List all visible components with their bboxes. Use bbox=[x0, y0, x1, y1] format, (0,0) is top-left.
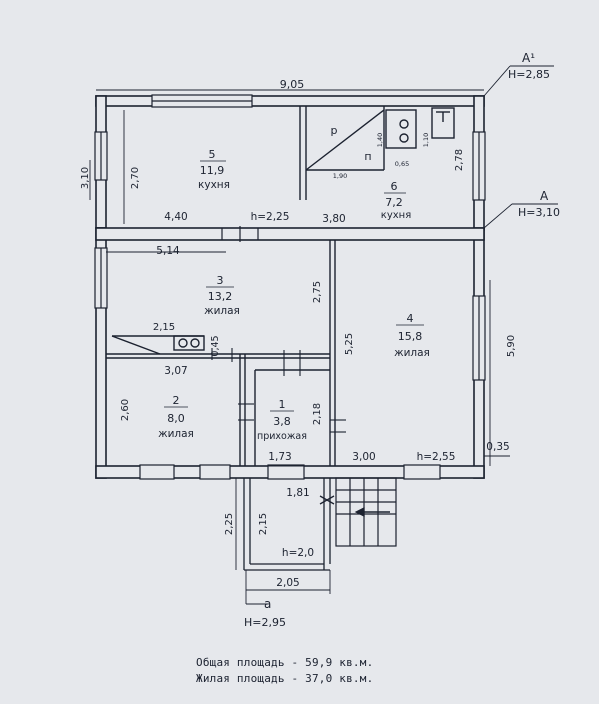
svg-text:2,25: 2,25 bbox=[224, 513, 235, 535]
svg-text:9,05: 9,05 bbox=[280, 78, 305, 91]
svg-text:кухня: кухня bbox=[198, 179, 230, 191]
svg-text:H=3,10: H=3,10 bbox=[518, 206, 560, 219]
svg-text:5,25: 5,25 bbox=[344, 333, 355, 355]
svg-text:5,90: 5,90 bbox=[506, 335, 517, 357]
svg-text:кухня: кухня bbox=[381, 210, 411, 221]
svg-text:3,00: 3,00 bbox=[352, 451, 375, 463]
interior-partitions bbox=[106, 106, 455, 466]
svg-text:H=2,85: H=2,85 bbox=[508, 68, 550, 81]
svg-text:6: 6 bbox=[391, 180, 398, 193]
svg-text:0,65: 0,65 bbox=[395, 160, 409, 168]
svg-text:0,35: 0,35 bbox=[486, 441, 509, 453]
room-6-label: 6 7,2 кухня bbox=[381, 180, 411, 221]
svg-text:а: а bbox=[264, 597, 271, 611]
svg-text:2,60: 2,60 bbox=[120, 399, 131, 421]
room-1-label: 1 3,8 прихожая bbox=[257, 398, 307, 442]
stairs bbox=[335, 477, 397, 547]
windows bbox=[94, 94, 486, 480]
room-4-label: 4 15,8 жилая bbox=[394, 312, 430, 359]
svg-text:A: A bbox=[540, 189, 549, 203]
svg-text:H=2,95: H=2,95 bbox=[244, 616, 286, 629]
svg-text:2,78: 2,78 bbox=[454, 149, 465, 171]
svg-text:1,90: 1,90 bbox=[333, 172, 347, 180]
svg-text:3,07: 3,07 bbox=[164, 365, 187, 377]
svg-text:р: р bbox=[331, 124, 338, 137]
svg-text:15,8: 15,8 bbox=[398, 330, 423, 343]
door-ticks bbox=[211, 348, 346, 433]
svg-text:2,75: 2,75 bbox=[312, 281, 323, 303]
room-5-label: 5 11,9 кухня bbox=[198, 148, 230, 191]
svg-text:прихожая: прихожая bbox=[257, 431, 307, 442]
svg-text:2,15: 2,15 bbox=[258, 513, 269, 535]
svg-text:жилая: жилая bbox=[204, 305, 240, 317]
living-area-text: Жилая площадь - 37,0 кв.м. bbox=[196, 672, 374, 685]
svg-text:жилая: жилая bbox=[158, 428, 194, 440]
svg-text:11,9: 11,9 bbox=[200, 164, 225, 177]
svg-text:1,81: 1,81 bbox=[286, 487, 309, 499]
svg-text:2,18: 2,18 bbox=[312, 403, 323, 425]
svg-text:4,40: 4,40 bbox=[164, 211, 187, 223]
section-marks: A¹ H=2,85 A H=3,10 а H=2,95 bbox=[244, 51, 560, 629]
dimension-labels: 9,05 3,10 2,70 2,78 4,40 h=2,25 3,80 5,1… bbox=[80, 78, 517, 589]
svg-text:3,8: 3,8 bbox=[273, 415, 291, 428]
porch bbox=[243, 478, 335, 571]
svg-text:1,73: 1,73 bbox=[268, 451, 291, 463]
svg-text:7,2: 7,2 bbox=[385, 196, 403, 209]
room-3-label: 3 13,2 жилая bbox=[204, 274, 240, 317]
svg-text:h=2,55: h=2,55 bbox=[417, 451, 456, 463]
svg-text:1,40: 1,40 bbox=[376, 133, 384, 147]
svg-text:5,14: 5,14 bbox=[156, 245, 180, 257]
svg-text:A¹: A¹ bbox=[522, 51, 535, 65]
svg-text:13,2: 13,2 bbox=[208, 290, 233, 303]
dimension-lines bbox=[89, 65, 558, 605]
svg-text:h=2,25: h=2,25 bbox=[251, 211, 290, 223]
svg-text:1,10: 1,10 bbox=[422, 133, 430, 147]
svg-text:2,15: 2,15 bbox=[153, 322, 175, 333]
door-jambs bbox=[221, 226, 259, 242]
total-area-text: Общая площадь - 59,9 кв.м. bbox=[196, 656, 374, 669]
svg-text:5: 5 bbox=[209, 148, 216, 161]
svg-text:2: 2 bbox=[173, 394, 180, 407]
svg-text:8,0: 8,0 bbox=[167, 412, 185, 425]
svg-text:3,10: 3,10 bbox=[80, 167, 91, 189]
svg-text:жилая: жилая bbox=[394, 347, 430, 359]
svg-text:1: 1 bbox=[279, 398, 286, 411]
room-2-label: 2 8,0 жилая bbox=[158, 394, 194, 440]
svg-text:3,80: 3,80 bbox=[322, 213, 345, 225]
svg-text:0,45: 0,45 bbox=[210, 335, 221, 356]
svg-text:2,05: 2,05 bbox=[276, 577, 299, 589]
svg-text:3: 3 bbox=[217, 274, 224, 287]
svg-text:2,70: 2,70 bbox=[130, 167, 141, 189]
svg-text:h=2,0: h=2,0 bbox=[282, 547, 314, 559]
svg-text:п: п bbox=[364, 150, 371, 163]
svg-text:4: 4 bbox=[407, 312, 414, 325]
